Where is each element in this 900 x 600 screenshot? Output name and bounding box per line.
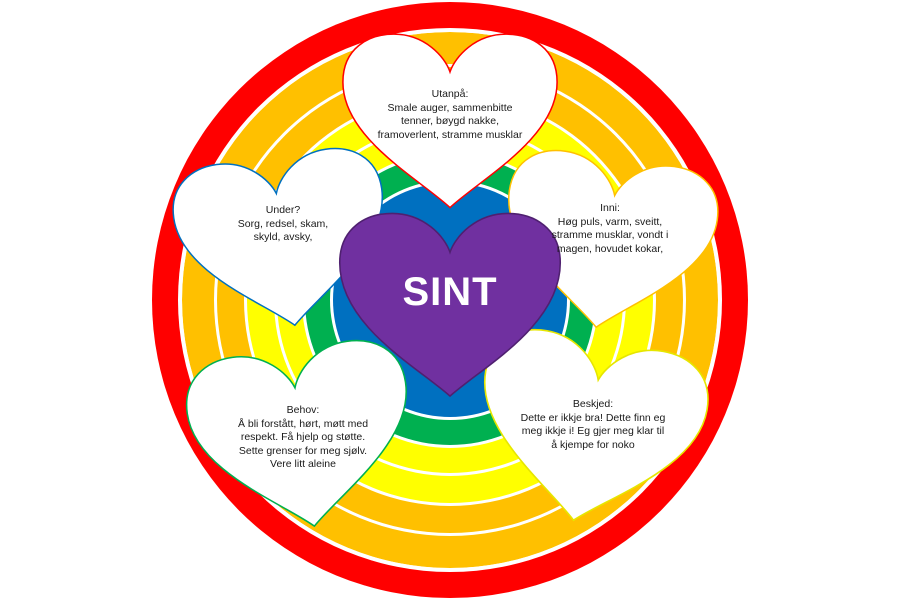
- heart-utanpa-text: Utanpå: Smale auger, sammenbitte tenner,…: [375, 88, 525, 142]
- behov-body: Å bli forstått, hørt, møtt med respekt. …: [237, 417, 369, 471]
- center-emotion-label: SINT: [402, 270, 498, 314]
- inni-title: Inni:: [600, 202, 620, 214]
- beskjed-title: Beskjed:: [572, 398, 614, 410]
- heart-center: [338, 212, 562, 398]
- heart-behov: [185, 339, 407, 528]
- heart-behov-text: Behov: Å bli forstått, hørt, møtt med re…: [233, 404, 373, 472]
- beskjed-body: Dette er ikkje bra! Dette finn eg meg ik…: [520, 411, 666, 451]
- under-body: Sorg, redsel, skam, skyld, avsky,: [237, 217, 329, 244]
- utanpa-title: Utanpå:: [431, 88, 469, 100]
- heart-under: [172, 147, 383, 327]
- heart-beskjed-text: Beskjed: Dette er ikkje bra! Dette finn …: [518, 398, 668, 452]
- under-title: Under?: [265, 204, 301, 216]
- heart-utanpa: [342, 33, 558, 209]
- heart-inni-text: Inni: Høg puls, varm, sveitt, stramme mu…: [545, 202, 675, 256]
- heart-under-text: Under? Sorg, redsel, skam, skyld, avsky,: [223, 204, 343, 245]
- behov-title: Behov:: [286, 404, 320, 416]
- heart-beskjed: [483, 329, 709, 522]
- inni-body: Høg puls, varm, sveitt, stramme musklar,…: [551, 215, 669, 255]
- utanpa-body: Smale auger, sammenbitte tenner, bøygd n…: [377, 101, 523, 141]
